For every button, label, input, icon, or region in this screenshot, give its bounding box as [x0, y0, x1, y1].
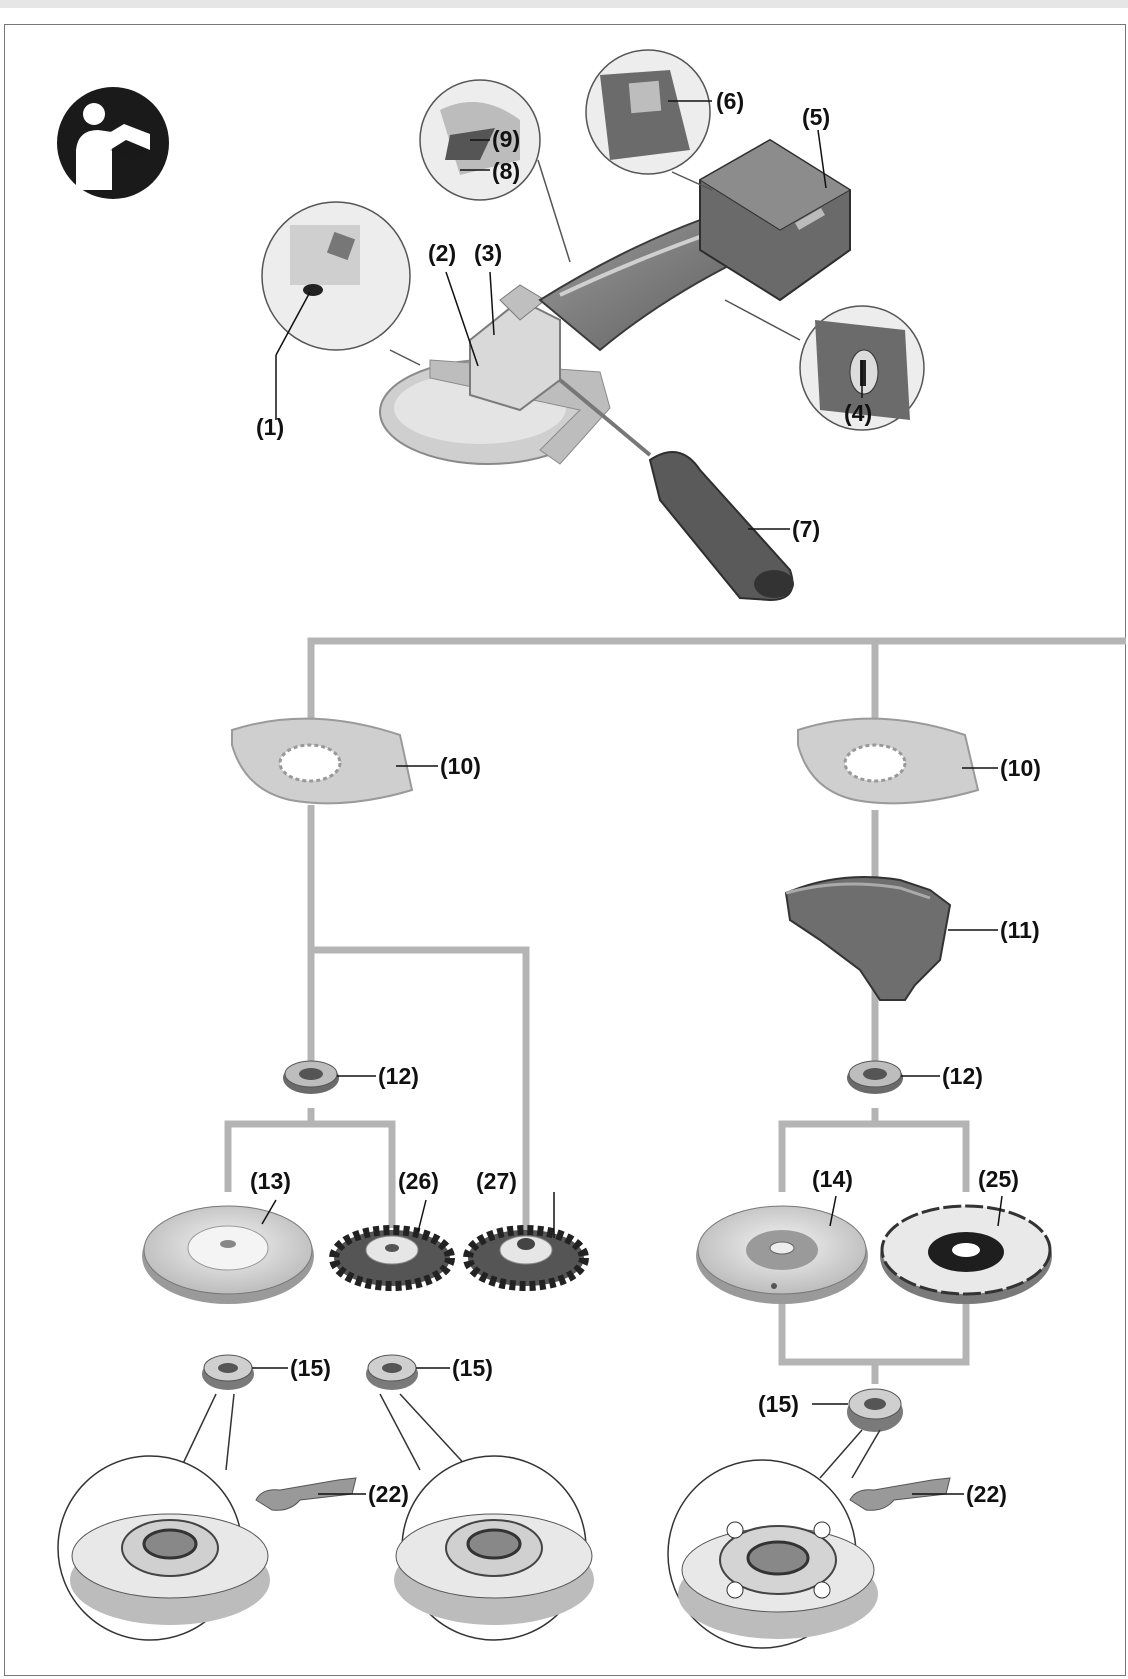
cutting-disc: [696, 1205, 868, 1304]
label-2-spindle: (2): [428, 240, 457, 266]
label-12-flange-right: (12): [942, 1063, 983, 1089]
label-1-lock-button: (1): [256, 414, 285, 440]
label-26-cup-brush: (26): [398, 1168, 439, 1194]
nut-detail-circle-1: [57, 1393, 270, 1641]
nut-detail-circle-2: [379, 1393, 594, 1641]
label-11-cutting-guard: (11): [1000, 917, 1040, 943]
grinder-illustration: [379, 138, 851, 602]
label-10-guard-left: (10): [440, 753, 481, 779]
label-13-grinding-disc: (13): [250, 1168, 291, 1194]
diamond-cutting-disc: [880, 1204, 1052, 1304]
page-top-bar: [0, 0, 1128, 8]
label-5-battery: (5): [802, 104, 831, 130]
pin-wrench-left: [255, 1477, 357, 1511]
top-leader-lines: [275, 100, 863, 530]
wire-brush-knotted: [463, 1225, 589, 1291]
detail-circle-battery-release: [724, 299, 925, 431]
guard-right: [797, 717, 980, 805]
cutting-guard-attachment: [784, 876, 952, 1001]
wire-brush-cup: [329, 1225, 455, 1291]
label-7-side-handle: (7): [792, 516, 821, 542]
label-6-charge-indicator: (6): [716, 88, 745, 114]
guard-left: [231, 717, 414, 805]
label-10-guard-right: (10): [1000, 755, 1041, 781]
label-27-knotted-brush: (27): [476, 1168, 517, 1194]
assembly-flow-lines: [224, 637, 1126, 1384]
label-9-switch-lock: (9): [492, 126, 521, 152]
detail-circle-lock-button: [261, 201, 421, 366]
pin-wrench-right: [849, 1477, 951, 1511]
mounting-flange-left: [283, 1060, 339, 1094]
clamping-nut-1: [202, 1354, 254, 1390]
label-14-cutting-disc: (14): [812, 1166, 853, 1192]
grinding-disc: [142, 1205, 314, 1304]
clamping-nut-3: [847, 1388, 903, 1432]
label-25-diamond-disc: (25): [978, 1166, 1019, 1192]
label-15-nut-2: (15): [452, 1355, 493, 1381]
nut-detail-circle-3: [667, 1429, 881, 1649]
label-4-battery-release: (4): [844, 400, 873, 426]
label-15-nut-1: (15): [290, 1355, 331, 1381]
label-22-wrench-left: (22): [368, 1481, 409, 1507]
mounting-flange-right: [847, 1060, 903, 1094]
label-15-nut-3: (15): [758, 1391, 799, 1417]
label-3-guard-lever: (3): [474, 240, 503, 266]
detail-circle-battery-indicator: [585, 49, 713, 191]
read-manual-icon: [57, 87, 169, 199]
label-12-flange-left: (12): [378, 1063, 419, 1089]
clamping-nut-2: [366, 1354, 418, 1390]
label-8-switch: (8): [492, 158, 521, 184]
part-leader-lines: [252, 765, 1003, 1495]
label-22-wrench-right: (22): [966, 1481, 1007, 1507]
